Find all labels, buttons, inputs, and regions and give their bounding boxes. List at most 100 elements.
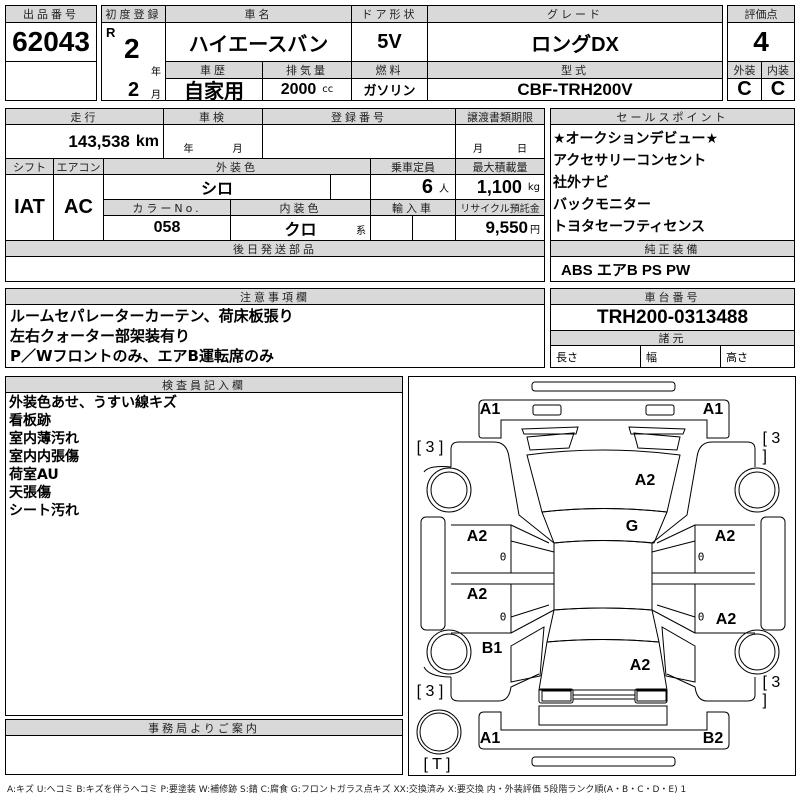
damage-diagram xyxy=(408,376,796,776)
lot-blank xyxy=(5,61,97,101)
mark-hood: A2 xyxy=(634,472,656,489)
aircon: AC xyxy=(53,174,104,241)
max-load-header: 最大積載量 xyxy=(455,158,545,175)
ext-score: C xyxy=(727,78,762,101)
legend: A:キズ U:ヘコミ B:キズを伴うヘコミ P:要塗装 W:補修跡 S:錆 C:… xyxy=(7,785,687,795)
inspector-note: 室内薄汚れ xyxy=(9,431,79,447)
car-name-header: 車名 xyxy=(165,5,352,23)
first-reg-cell: R 2 年 2 月 xyxy=(101,22,166,101)
ext-color-header: 外装色 xyxy=(103,158,371,175)
sales-point: バックモニター xyxy=(553,197,651,213)
sales-points-list: ★オークションデビュー★ アクセサリーコンセント 社外ナビ バックモニター トヨ… xyxy=(553,128,718,238)
first-reg-header: 初度登録 xyxy=(101,5,166,23)
overall-score: 4 xyxy=(727,22,795,62)
door-type: 5V xyxy=(351,22,428,62)
int-color: クロ xyxy=(284,222,317,239)
inspector-note: シート汚れ xyxy=(9,503,79,519)
month-unit: 月 xyxy=(473,144,483,155)
mark-tire-rear-left: [ 3 ] xyxy=(416,683,444,700)
grade: ロングDX xyxy=(427,22,723,62)
notes-header: 注意事項欄 xyxy=(5,288,545,305)
month-unit: 月 xyxy=(232,144,243,155)
model-code: CBF-TRH200V xyxy=(427,78,723,101)
inspector-note: 看板跡 xyxy=(9,413,51,429)
notes-list: ルームセパレーターカーテン、荷床板張り 左右クォーター部架装有り P／Wフロント… xyxy=(10,306,294,366)
import-cell-1 xyxy=(370,215,413,241)
mark-front-left-door: A2 xyxy=(466,528,488,545)
int-score-header: 内装 xyxy=(761,61,795,79)
year-unit: 年 xyxy=(151,67,161,78)
transfer-header: 譲渡書類期限 xyxy=(455,108,545,125)
mark-rear-left-door: A2 xyxy=(466,586,488,603)
fuel: ガソリン xyxy=(351,78,428,101)
ext-score-header: 外装 xyxy=(727,61,762,79)
sales-points-header: セールスポイント xyxy=(550,108,795,125)
kei-unit: 系 xyxy=(356,226,366,237)
era: R xyxy=(106,25,116,40)
spec-length: 長さ xyxy=(550,345,641,368)
fuel-header: 燃料 xyxy=(351,61,428,79)
mileage: 143,538 xyxy=(68,131,130,151)
inspector-note: 天張傷 xyxy=(9,485,51,501)
office-box xyxy=(5,735,403,775)
inspector-note: 室内内張傷 xyxy=(9,449,79,465)
chassis-header: 車台番号 xyxy=(550,288,795,305)
model-header: 型式 xyxy=(427,61,723,79)
genuine-equipment: ABS エアB PS PW xyxy=(550,256,795,282)
note-item: ルームセパレーターカーテン、荷床板張り xyxy=(10,307,294,325)
mark-front-bumper-left: A1 xyxy=(479,401,501,418)
genuine-equipment-header: 純正装備 xyxy=(550,240,795,257)
transfer-cell: 月日 xyxy=(455,124,545,159)
km-unit: km xyxy=(135,132,159,150)
yen-unit: 円 xyxy=(530,224,540,236)
capacity: 6 xyxy=(421,175,433,198)
history: 自家用 xyxy=(165,78,263,101)
aircon-header: エアコン xyxy=(53,158,104,175)
reg-year: 2 xyxy=(124,33,140,64)
mark-tire-rear-right: [ 3 ] xyxy=(762,674,781,709)
note-item: 左右クォーター部架装有り xyxy=(10,327,191,345)
person-unit: 人 xyxy=(439,183,449,195)
inspector-note: 外装色あせ、うすい線キズ xyxy=(9,395,177,411)
reg-no-header: 登録番号 xyxy=(262,108,456,125)
score-header: 評価点 xyxy=(727,5,795,23)
car-name: ハイエースバン xyxy=(165,22,352,62)
later-parts-cell xyxy=(5,256,545,282)
color-no: 058 xyxy=(103,215,231,241)
inspection-header: 車検 xyxy=(163,108,263,125)
mark-small-0: 0 xyxy=(499,550,507,564)
mark-rear-bumper-right: B2 xyxy=(702,730,724,747)
mark-tire-front-left: [ 3 ] xyxy=(416,439,444,456)
reg-no-cell xyxy=(262,124,456,159)
day-unit: 日 xyxy=(517,144,527,155)
lot-header: 出品番号 xyxy=(5,5,97,23)
note-item: P／Wフロントのみ、エアB運転席のみ xyxy=(10,347,274,365)
mark-rear-roof: A2 xyxy=(629,657,651,674)
ext-color-blank xyxy=(330,174,371,200)
door-header: ドア形状 xyxy=(351,5,428,23)
import-header: 輸入車 xyxy=(370,199,456,216)
mark-small-0: 0 xyxy=(499,610,507,624)
office-header: 事務局よりご案内 xyxy=(5,719,403,736)
int-score: C xyxy=(761,78,795,101)
mark-tire-front-right: [ 3 ] xyxy=(762,430,781,465)
mark-windshield: G xyxy=(625,518,639,535)
inspector-list: 外装色あせ、うすい線キズ 看板跡 室内薄汚れ 室内内張傷 荷室AU 天張傷 シー… xyxy=(9,394,177,520)
chassis-number: TRH200-0313488 xyxy=(550,304,795,331)
history-header: 車歴 xyxy=(165,61,263,79)
car-outline xyxy=(416,381,786,767)
int-color-cell: クロ 系 xyxy=(230,215,371,241)
inspection-cell: 年月 xyxy=(163,124,263,159)
lot-number: 62043 xyxy=(5,22,97,62)
inspector-header: 検査員記入欄 xyxy=(5,376,403,393)
inspector-note: 荷室AU xyxy=(9,467,59,483)
sales-point: ★オークションデビュー★ xyxy=(553,131,719,147)
int-color-header: 内装色 xyxy=(230,199,371,216)
mileage-cell: 143,538 km xyxy=(5,124,164,159)
displacement-header: 排気量 xyxy=(262,61,352,79)
mark-small-0: 0 xyxy=(697,550,705,564)
